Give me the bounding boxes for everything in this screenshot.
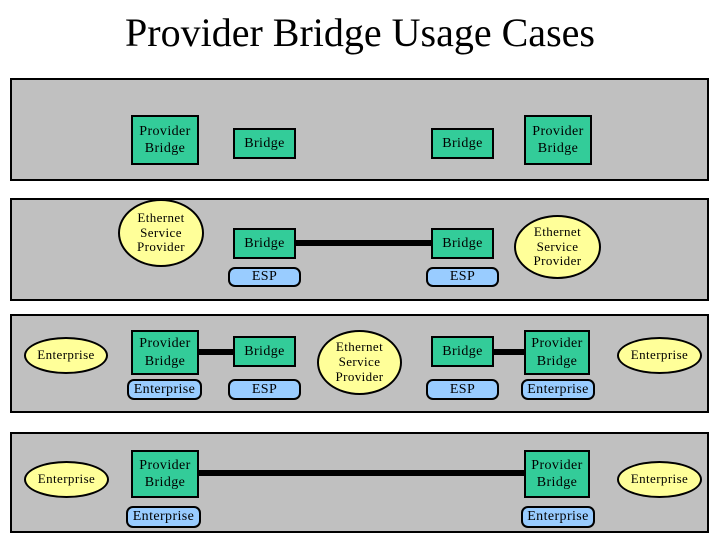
esp-badge: ESP [228, 379, 301, 400]
slide-title: Provider Bridge Usage Cases [125, 10, 595, 55]
usage-case-row-2 [10, 198, 709, 301]
enterprise-badge: Enterprise [521, 506, 595, 528]
provider-bridge-node: Provider Bridge [524, 115, 592, 165]
link-line [199, 349, 233, 355]
bridge-node: Bridge [233, 336, 296, 367]
provider-bridge-node: Provider Bridge [524, 330, 590, 375]
provider-bridge-node: Provider Bridge [131, 115, 199, 165]
enterprise-badge: Enterprise [127, 379, 202, 400]
esp-ellipse: Ethernet Service Provider [514, 215, 601, 279]
bridge-node: Bridge [431, 128, 494, 159]
bridge-node: Bridge [431, 228, 494, 259]
esp-badge: ESP [426, 267, 499, 287]
provider-bridge-node: Provider Bridge [131, 450, 199, 498]
enterprise-ellipse: Enterprise [617, 337, 702, 374]
usage-case-row-1 [10, 78, 709, 181]
bridge-node: Bridge [233, 228, 296, 259]
link-line [494, 349, 528, 355]
bridge-node: Bridge [431, 336, 494, 367]
esp-badge: ESP [426, 379, 499, 400]
provider-bridge-node: Provider Bridge [524, 450, 590, 498]
link-line [199, 470, 524, 476]
enterprise-badge: Enterprise [521, 379, 595, 400]
provider-bridge-node: Provider Bridge [131, 330, 199, 375]
esp-ellipse: Ethernet Service Provider [317, 330, 402, 395]
esp-badge: ESP [228, 267, 301, 287]
enterprise-ellipse: Enterprise [24, 337, 108, 374]
usage-case-row-4 [10, 432, 709, 533]
enterprise-ellipse: Enterprise [24, 461, 109, 498]
esp-ellipse: Ethernet Service Provider [118, 199, 204, 267]
enterprise-badge: Enterprise [126, 506, 201, 528]
bridge-node: Bridge [233, 128, 296, 159]
enterprise-ellipse: Enterprise [617, 461, 702, 498]
link-line [296, 240, 431, 246]
